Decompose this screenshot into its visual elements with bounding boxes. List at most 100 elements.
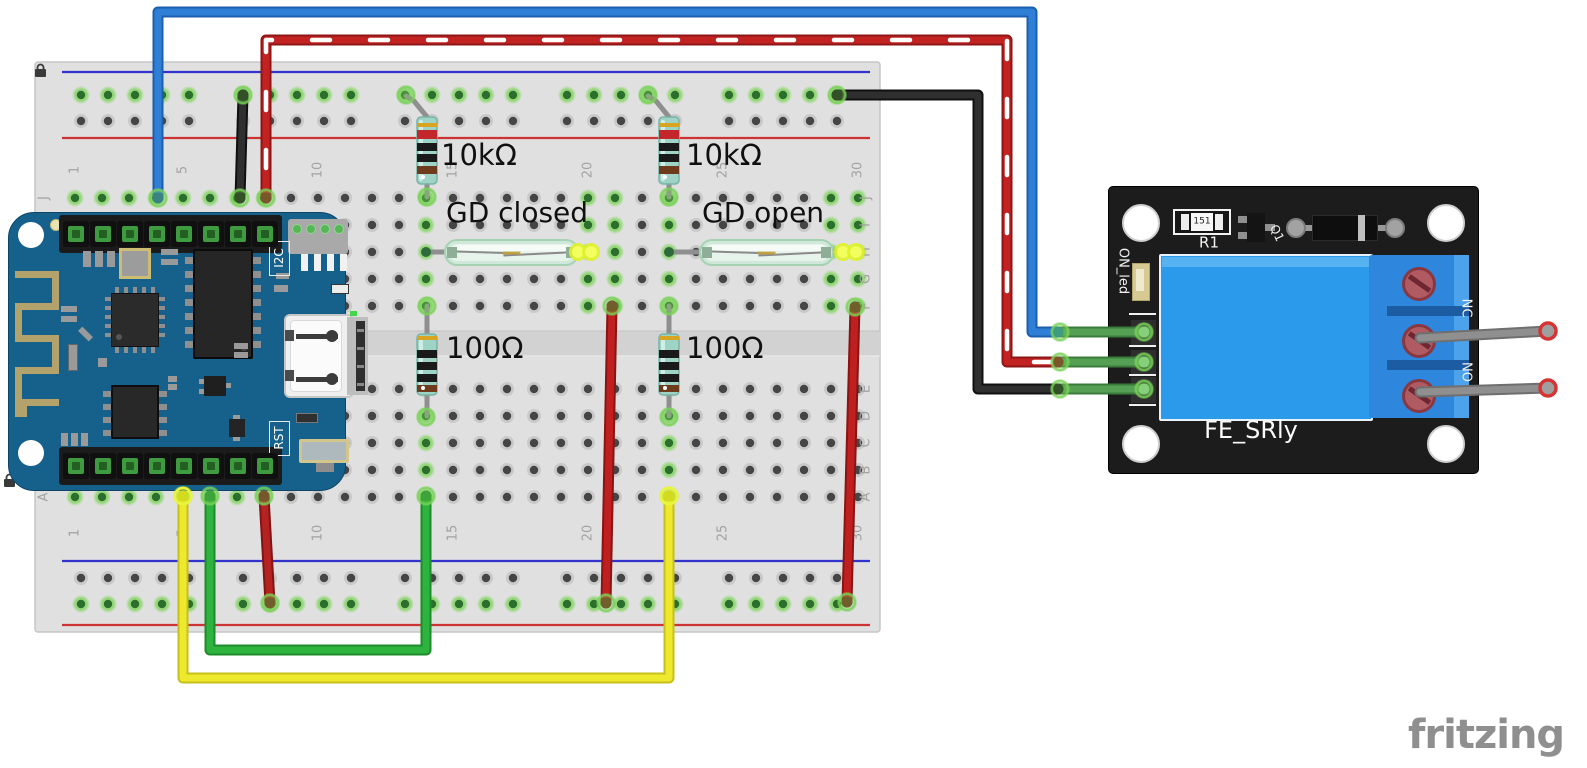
- breadboard-hole: [660, 434, 678, 452]
- header-pin: [261, 230, 269, 238]
- breadboard-hole: [797, 272, 811, 286]
- decor-wemos: [326, 373, 338, 385]
- decor-wemos: [225, 383, 231, 388]
- breadboard-hole: [797, 409, 811, 423]
- wire-blue-relay-signal[interactable]: [152, 6, 1064, 338]
- breadboard-hole: [579, 297, 597, 315]
- resistor-100-2[interactable]: [658, 303, 680, 419]
- breadboard-hole: [450, 595, 468, 613]
- resistor-label-100-1[interactable]: 100Ω: [446, 331, 524, 365]
- decor-wemos: [15, 303, 59, 310]
- connection-glow: [582, 243, 600, 261]
- row-label: E: [859, 385, 874, 393]
- breadboard-hole: [527, 299, 541, 313]
- breadboard-hole: [315, 595, 333, 613]
- relay-stub-plus[interactable]: [1052, 356, 1152, 368]
- decor-wemos: [274, 285, 288, 292]
- wire-red-led2[interactable]: [841, 301, 861, 608]
- decor-relay: [1122, 425, 1160, 463]
- breadboard-hole: [392, 191, 406, 205]
- resistor-10k-1[interactable]: [403, 93, 438, 200]
- breadboard-hole: [830, 571, 844, 585]
- reed-label-gd-open[interactable]: GD open: [702, 196, 825, 229]
- resistor-100-1[interactable]: [416, 303, 438, 419]
- decor-wemos: [340, 254, 347, 271]
- connection-glow: [602, 296, 622, 316]
- breadboard-hole: [770, 218, 784, 232]
- breadboard-hole: [716, 272, 730, 286]
- breadboard-hole: [641, 114, 655, 128]
- breadboard-hole: [500, 299, 514, 313]
- breadboard-hole: [417, 270, 435, 288]
- resistor-label-10k-2[interactable]: 10kΩ: [686, 138, 762, 172]
- breadboard-hole: [581, 409, 595, 423]
- breadboard-hole: [797, 490, 811, 504]
- breadboard-hole: [506, 571, 520, 585]
- breadboard-hole: [527, 490, 541, 504]
- connection-glow: [416, 486, 436, 506]
- row-label: G: [859, 274, 874, 284]
- breadboard-hole: [560, 571, 574, 585]
- chip-pin: [253, 341, 261, 348]
- breadboard-hole: [554, 463, 568, 477]
- breadboard-hole: [473, 409, 487, 423]
- connection-glow: [417, 187, 437, 207]
- wire-red-relay-vcc[interactable]: [260, 34, 1064, 368]
- connection-glow: [638, 85, 658, 105]
- column-label: 10: [311, 525, 326, 542]
- breadboard-hole: [554, 382, 568, 396]
- decor-relay: [1122, 204, 1160, 242]
- breadboard-hole: [479, 571, 493, 585]
- relay-output-wire-no[interactable]: [1414, 321, 1558, 344]
- relay-output-wire-nc[interactable]: [1414, 378, 1558, 398]
- decor-relay: [1181, 214, 1189, 230]
- wire-green-gdclosed[interactable]: [204, 490, 432, 656]
- chip-pin: [253, 327, 261, 334]
- breadboard-hole: [716, 191, 730, 205]
- relay-stub-s[interactable]: [1052, 326, 1152, 338]
- breadboard-hole: [365, 245, 379, 259]
- breadboard-hole: [120, 488, 138, 506]
- breadboard-hole: [180, 86, 198, 104]
- header-pin: [261, 462, 269, 470]
- breadboard-hole: [579, 189, 597, 207]
- reed-label-gd-closed[interactable]: GD closed: [446, 196, 589, 229]
- breadboard-hole: [666, 86, 684, 104]
- breadboard-hole: [417, 461, 435, 479]
- breadboard-hole: [606, 216, 624, 234]
- breadboard-hole: [743, 299, 757, 313]
- wire-black-relay-gnd[interactable]: [831, 89, 1064, 395]
- breadboard-hole: [527, 409, 541, 423]
- decor-relay: [1312, 215, 1378, 241]
- reed-switch-open[interactable]: [664, 239, 853, 266]
- resistor-label-100-2[interactable]: 100Ω: [686, 331, 764, 365]
- decor-wemos: [61, 316, 77, 322]
- wire-red-gnd-short[interactable]: [258, 490, 276, 609]
- breadboard-hole: [392, 382, 406, 396]
- connection-glow: [417, 296, 437, 316]
- breadboard-hole: [803, 571, 817, 585]
- fritzing-watermark: fritzing: [1408, 712, 1565, 758]
- wire-black-jumper[interactable]: [234, 89, 249, 204]
- breadboard-hole: [581, 490, 595, 504]
- relay-stub-minus[interactable]: [1052, 383, 1152, 395]
- breadboard-hole: [822, 216, 840, 234]
- decor-wemos: [15, 335, 59, 342]
- decor-wemos: [334, 224, 344, 234]
- breadboard-hole: [822, 189, 840, 207]
- breadboard-hole: [776, 114, 790, 128]
- breadboard-hole: [452, 571, 466, 585]
- breadboard-hole: [446, 382, 460, 396]
- breadboard-hole: [500, 463, 514, 477]
- wire-red-led1[interactable]: [600, 300, 618, 609]
- resistor-10k-2[interactable]: [645, 93, 680, 200]
- breadboard-hole: [446, 299, 460, 313]
- resistor-label-10k-1[interactable]: 10kΩ: [441, 138, 517, 172]
- breadboard-hole: [824, 490, 838, 504]
- row-label: A: [37, 492, 52, 501]
- chip-pin: [185, 271, 193, 278]
- header-pin: [180, 230, 188, 238]
- decor-wemos: [52, 277, 59, 304]
